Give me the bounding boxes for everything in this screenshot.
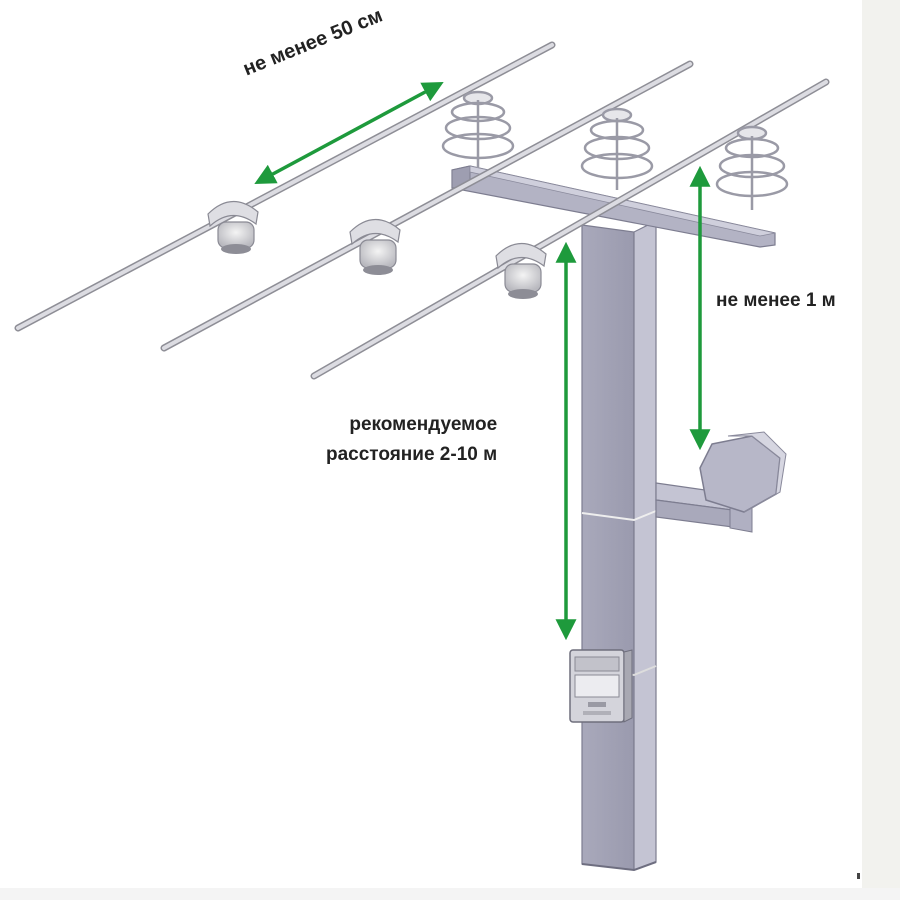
dimension-arrows — [254, 82, 711, 641]
meter-box — [569, 649, 633, 723]
wire-sensor-1 — [207, 200, 259, 254]
label-min-1m: не менее 1 м — [716, 290, 836, 311]
bottom-edge-strip — [0, 888, 900, 900]
label-recommended-distance: рекомендуемое расстояние 2-10 м — [326, 410, 497, 470]
insulator-3 — [715, 125, 789, 210]
corner-mark — [857, 873, 860, 879]
right-edge-strip — [862, 0, 900, 900]
hex-antenna — [699, 431, 787, 513]
label-recommended-line2: расстояние 2-10 м — [326, 444, 498, 465]
arrow-50cm — [254, 82, 444, 184]
wire-sensor-2 — [349, 218, 401, 275]
label-recommended-line1: рекомендуемое — [349, 414, 498, 435]
pole — [581, 220, 657, 872]
wire-sensor-3 — [495, 242, 547, 299]
insulator-2 — [580, 107, 654, 190]
insulator-1 — [441, 90, 515, 168]
